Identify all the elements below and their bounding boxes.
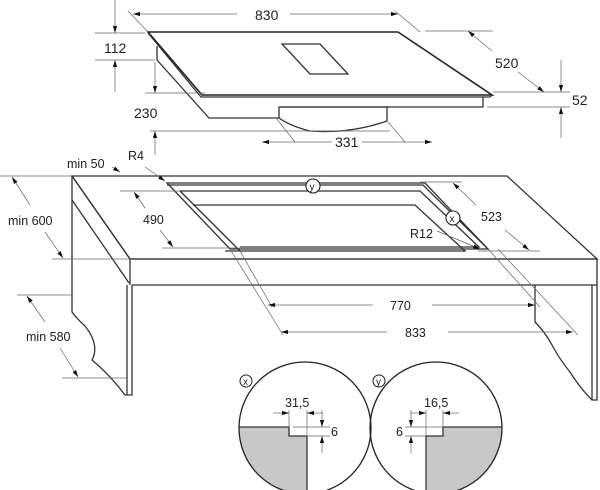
- svg-text:y: y: [310, 182, 315, 193]
- dim-hob-width: 830: [255, 7, 279, 23]
- hob-vent: [280, 43, 350, 75]
- cutout-outer-edge: [165, 182, 490, 250]
- dim-worktop-depth: min 600: [8, 214, 53, 228]
- detail-y: y 16,5 6: [369, 361, 503, 490]
- cabinet-right: [534, 285, 598, 401]
- cabinet-left: [71, 176, 133, 396]
- worktop-illustration: [70, 175, 599, 401]
- cutout-inner-edge: [193, 204, 467, 252]
- svg-text:y: y: [376, 377, 381, 388]
- svg-text:x: x: [450, 214, 455, 225]
- cutout-marker-y: y: [305, 178, 321, 194]
- dim-cutout-outer-depth: 523: [481, 210, 502, 224]
- hob-illustration: [146, 31, 495, 133]
- cutout-marker-x: x: [445, 210, 461, 226]
- worktop-front: [130, 258, 598, 286]
- detail-y-width: 16,5: [424, 396, 448, 410]
- hob-glass-top: [146, 31, 495, 96]
- svg-text:x: x: [243, 377, 248, 388]
- dim-hob-total-height: 112: [104, 40, 127, 56]
- detail-x-width: 31,5: [285, 396, 309, 410]
- detail-x-step: 6: [331, 425, 338, 439]
- worktop-dimensions: min 50 R4 min 600 490 523 R12 770 833: [0, 149, 573, 379]
- detail-y-worktop-section: [425, 426, 502, 490]
- dim-cutout-outer-width: 833: [405, 326, 426, 340]
- detail-y-step: 6: [396, 425, 403, 439]
- dim-glass-height: 52: [572, 92, 588, 108]
- hob-motor: [278, 106, 388, 133]
- hob-dimensions: 830 112 230 331 520 52: [95, 0, 588, 155]
- dim-corner-radius-outer: R4: [128, 149, 144, 163]
- dim-front-margin: min 50: [67, 157, 105, 171]
- dim-corner-radius-inner: R12: [410, 227, 433, 241]
- detail-x: x 31,5 6: [238, 361, 372, 490]
- dim-cabinet-height: min 580: [26, 330, 71, 344]
- detail-x-worktop-section: [239, 426, 308, 490]
- dim-motor-width: 331: [335, 134, 359, 150]
- dim-below-height: 230: [134, 105, 158, 121]
- dim-cutout-inner-depth: 490: [143, 213, 164, 227]
- dim-cutout-inner-width: 770: [390, 299, 411, 313]
- dim-hob-depth: 520: [495, 55, 519, 71]
